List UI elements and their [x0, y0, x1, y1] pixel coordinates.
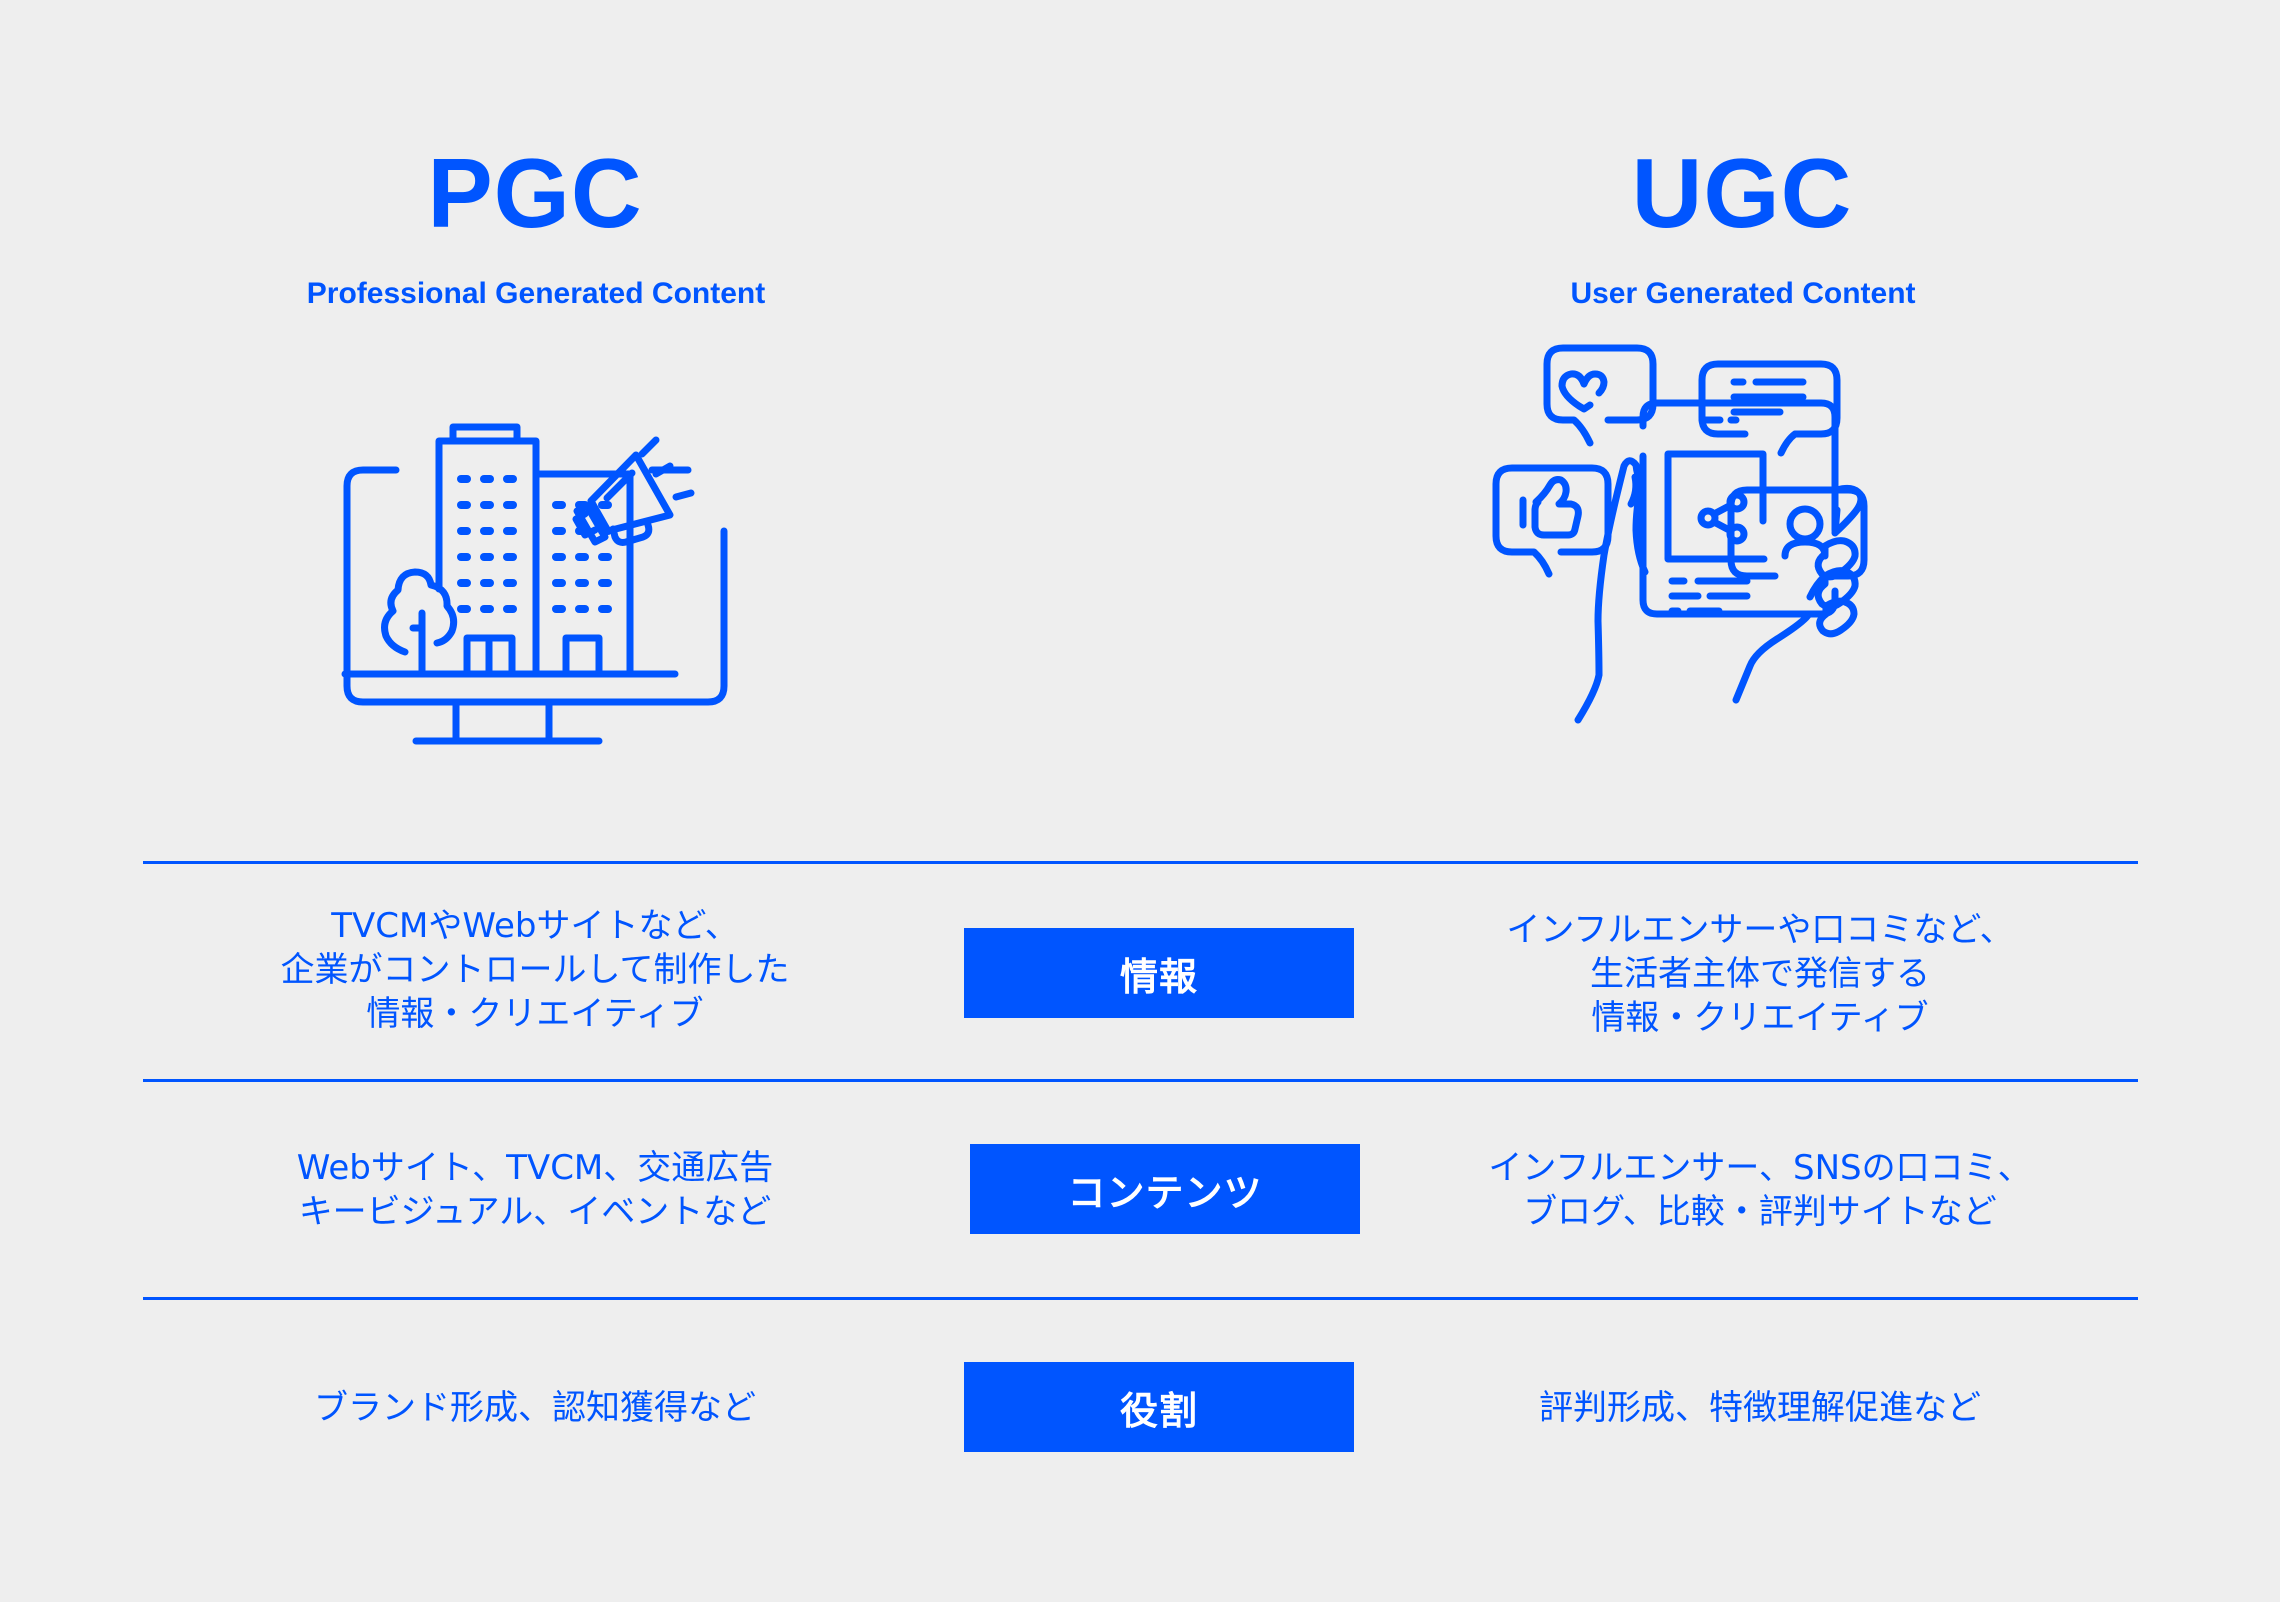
- row-role-ugc: 評判形成、特徴理解促進など: [1400, 1386, 2120, 1430]
- content-lines: [1668, 577, 1751, 615]
- monitor-stand: [412, 698, 603, 745]
- row-content-pgc: Webサイト、TVCM、交通広告 キービジュアル、イベントなど: [175, 1146, 895, 1234]
- tall-building-roof: [449, 423, 521, 445]
- thumbs-up-bubble-icon: [1492, 464, 1612, 578]
- text-line: TVCMやWebサイトなど、: [331, 906, 739, 946]
- text-line: キービジュアル、イベントなど: [298, 1192, 772, 1232]
- ugc-title: UGC: [1631, 138, 1853, 248]
- smartphone-icon: [1639, 399, 1839, 618]
- divider-top: [143, 861, 2138, 864]
- text-line: 情報・クリエイティブ: [1591, 998, 1929, 1038]
- heart-bubble-icon: [1543, 344, 1657, 447]
- label-role: 役割: [964, 1362, 1354, 1452]
- row-info-ugc: インフルエンサーや口コミなど、 生活者主体で発信する 情報・クリエイティブ: [1400, 908, 2120, 1040]
- tree-icon: [381, 568, 458, 678]
- divider-bottom: [143, 1297, 2138, 1300]
- text-line: ブログ、比較・評判サイトなど: [1523, 1192, 1997, 1232]
- divider-middle: [143, 1079, 2138, 1082]
- monitor-buildings-megaphone-icon: [341, 423, 728, 745]
- ugc-subtitle: User Generated Content: [1570, 277, 1916, 310]
- text-line: Webサイト、TVCM、交通広告: [296, 1148, 774, 1188]
- row-info-pgc: TVCMやWebサイトなど、 企業がコントロールして制作した 情報・クリエイティ…: [175, 904, 895, 1036]
- text-line: 情報・クリエイティブ: [366, 994, 704, 1034]
- text-line: 生活者主体で発信する: [1590, 954, 1930, 994]
- label-content: コンテンツ: [970, 1144, 1360, 1234]
- hand-icon: [1574, 457, 1865, 724]
- pgc-title: PGC: [427, 138, 643, 248]
- text-line: インフルエンサーや口コミなど、: [1506, 910, 2014, 950]
- label-info: 情報: [964, 928, 1354, 1018]
- megaphone-icon: [572, 436, 695, 546]
- text-line: 企業がコントロールして制作した: [280, 950, 790, 990]
- hand-smartphone-social-bubbles-icon: [1492, 344, 1868, 724]
- windows-tall: [457, 475, 517, 613]
- door-short: [562, 634, 603, 678]
- text-line: インフルエンサー、SNSの口コミ、: [1488, 1148, 2032, 1188]
- tall-building: [435, 437, 540, 678]
- text-bubble-icon: [1698, 360, 1841, 457]
- text-line: 評判形成、特徴理解促進など: [1539, 1388, 1981, 1428]
- pgc-subtitle: Professional Generated Content: [306, 277, 766, 310]
- row-role-pgc: ブランド形成、認知獲得など: [175, 1386, 895, 1430]
- monitor-frame: [343, 466, 728, 706]
- text-line: ブランド形成、認知獲得など: [314, 1388, 756, 1428]
- share-screen-icon: [1664, 450, 1768, 563]
- door-tall: [463, 634, 516, 678]
- row-content-ugc: インフルエンサー、SNSの口コミ、 ブログ、比較・評判サイトなど: [1400, 1146, 2120, 1234]
